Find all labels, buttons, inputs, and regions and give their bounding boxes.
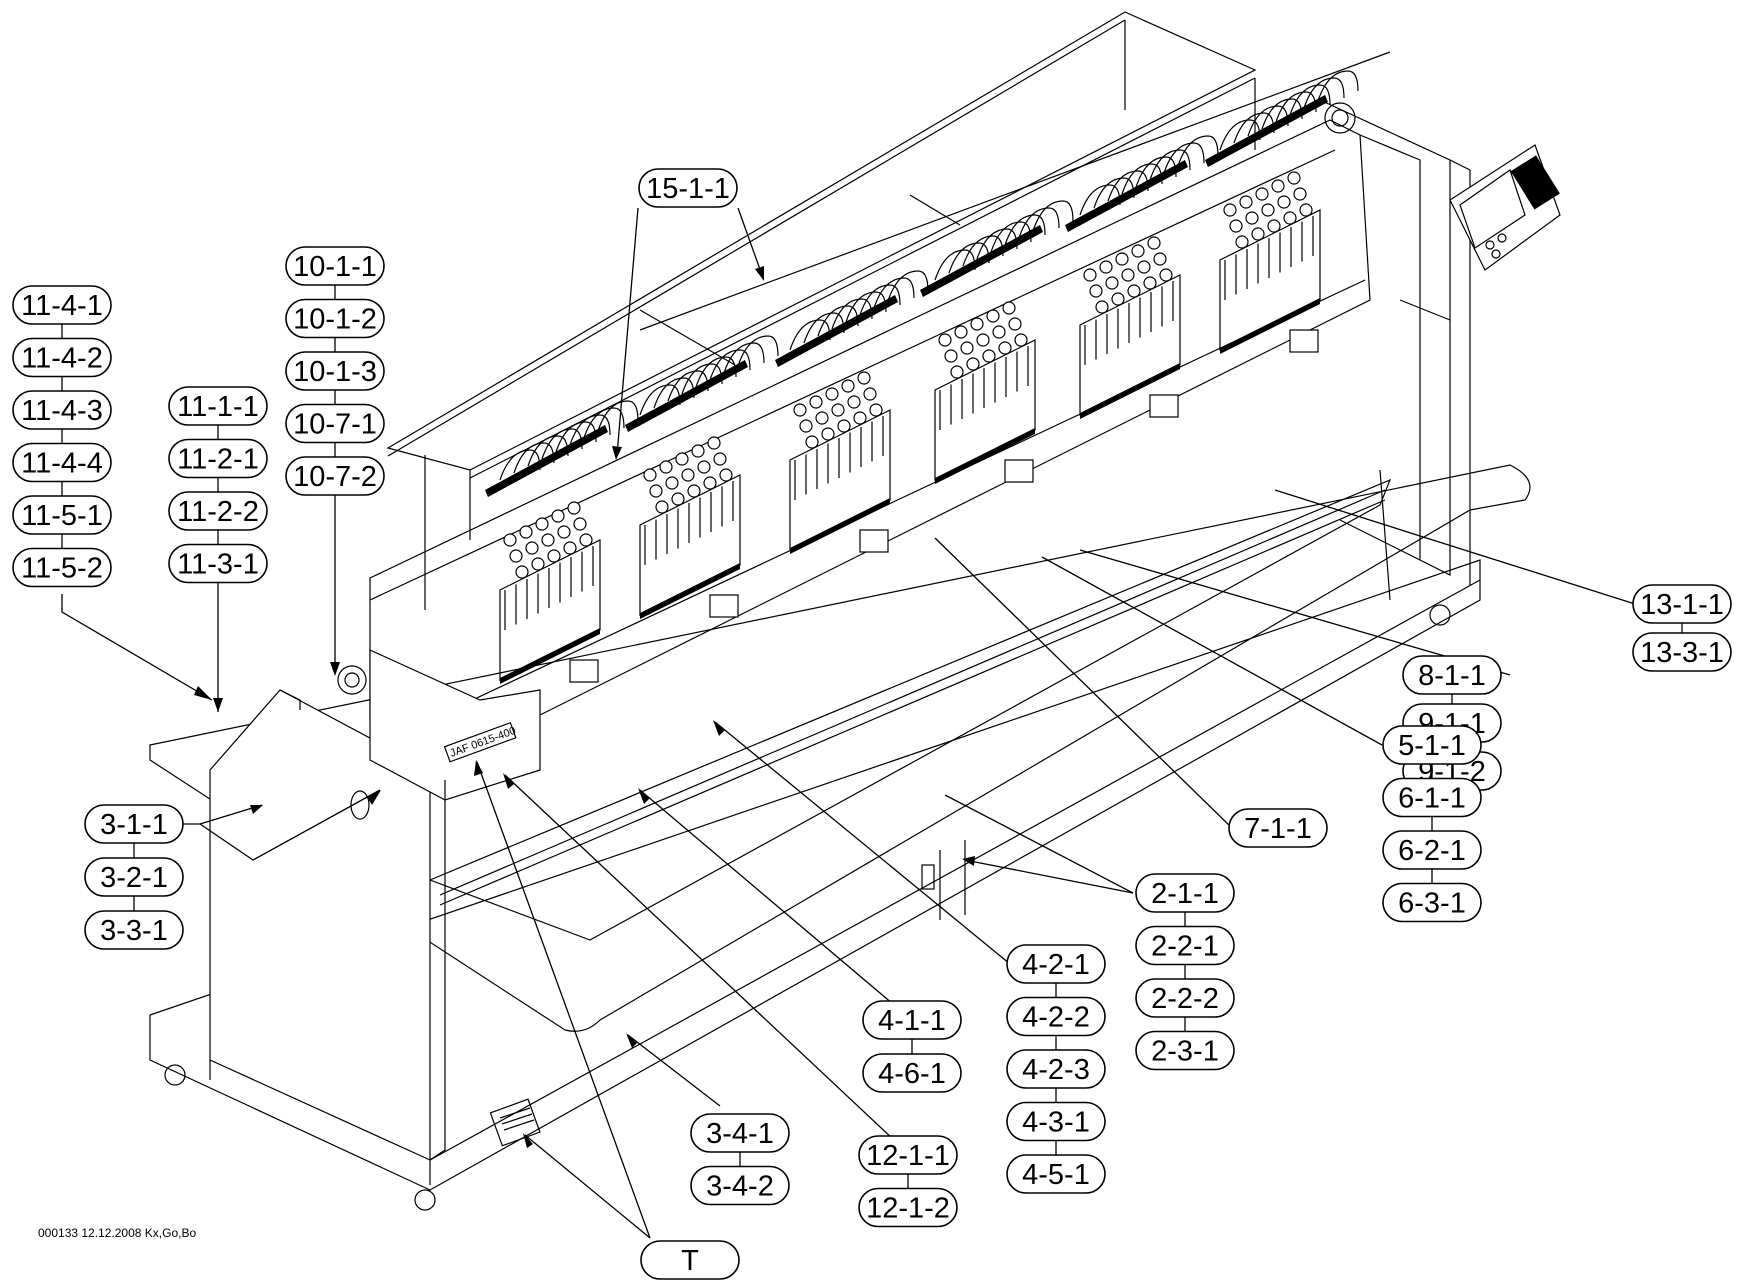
callout-label: 13-3-1 [1640,637,1724,669]
callout-label: 3-3-1 [100,915,168,947]
callout-label: 6-1-1 [1398,783,1466,815]
callout-bubble [1382,882,1482,923]
callout-bubble [285,456,385,496]
callout-label: 4-2-2 [1022,1002,1090,1034]
callout-group-g12: 12-1-1 12-1-2 [858,1135,958,1228]
machine-badge-plate [443,721,517,763]
right-side-stand [1319,99,1471,585]
callout-label: 4-6-1 [878,1058,946,1090]
callout-label: 11-3-1 [177,549,259,581]
callout-bubble [638,168,738,208]
callout-bubble [168,543,268,584]
callout-group-g2: 2-1-1 2-2-1 2-2-2 2-3-1 [1135,873,1235,1071]
callouts-layer: 11-4-1 11-4-2 11-4-3 11-4-4 11-5-1 11-5-2 11-1… [12,168,1732,1280]
callout-group-g8: 8-1-19-1-19-1-2 [1402,655,1502,791]
callout-group-g3-1: 3-1-1 3-2-1 3-3-1 [84,804,184,950]
callout-group-g3-4: 3-4-1 3-4-2 [690,1113,790,1206]
callout-label: 4-5-1 [1022,1159,1090,1191]
callout-bubble [12,547,112,588]
callout-bubble [1228,808,1328,848]
callout-group-g5: 5-1-1 6-1-1 6-2-1 6-3-1 [1382,725,1482,923]
callout-bubble [1135,1030,1235,1071]
callout-bubble [862,1053,962,1093]
callout-label: 2-2-2 [1151,983,1219,1015]
callout-bubble [690,1165,790,1206]
callout-label: 8-1-1 [1418,660,1486,692]
callout-label: 10-7-1 [293,409,377,441]
callout-label: 11-5-1 [21,500,103,532]
embroidery-head [920,200,1074,484]
callout-label: T [681,1245,699,1277]
drawing-id-footer: 000133 12.12.2008 Kx,Go,Bo [38,1226,196,1240]
callout-label: 2-1-1 [1151,878,1219,910]
callout-label: 11-4-1 [21,290,103,322]
callout-label: 3-4-1 [706,1118,774,1150]
callout-label: 13-1-1 [1640,589,1724,621]
embroidery-heads [485,70,1359,684]
callout-label: 3-2-1 [100,862,168,894]
callout-label: 15-1-1 [646,173,730,205]
callout-label: 11-1-1 [177,391,259,423]
callout-bubble [1006,1154,1106,1194]
callout-label: 3-1-1 [100,809,168,841]
callout-bubble [640,1240,740,1280]
callout-label: 4-2-3 [1022,1054,1090,1086]
callout-label: 11-4-4 [21,448,103,480]
embroidery-head [625,335,779,619]
callout-label: 12-1-1 [866,1140,950,1172]
front-cover: JAF 0615-400 [369,649,541,801]
callout-label: 6-3-1 [1398,888,1466,920]
callout-label: 7-1-1 [1244,813,1312,845]
leader-lines [61,207,1636,1239]
embroidery-head [485,400,639,684]
callout-label: 12-1-2 [866,1193,950,1225]
callout-label: 11-2-2 [177,496,259,528]
base-frame [149,559,1481,1211]
callout-label: 3-4-2 [706,1171,774,1203]
callout-label: 11-4-2 [21,343,103,375]
callout-group-g10: 10-1-1 10-1-2 10-1-3 10-7-1 10-7-2 [285,246,385,496]
machine-head-beam [369,119,1371,761]
embroidery-head [1205,70,1359,354]
callout-group-g11-1: 11-1-1 11-2-1 11-2-2 11-3-1 [168,386,268,584]
callout-label: 10-1-3 [293,356,377,388]
callout-bubble [84,910,184,950]
callout-label: 10-7-2 [293,461,377,493]
callout-group-g4-2: 4-2-1 4-2-2 4-2-3 4-3-1 4-5-1 [1006,944,1106,1194]
callout-group-g7: 7-1-1 [1228,808,1328,848]
callout-label: 11-4-3 [21,395,103,427]
control-panel [1449,144,1561,271]
callout-group-g11-4: 11-4-1 11-4-2 11-4-3 11-4-4 11-5-1 11-5-2 [12,285,112,588]
callout-label: 6-2-1 [1398,835,1466,867]
callout-label: 11-5-2 [21,553,103,585]
lifting-eyes [337,102,1356,695]
embroidery-table [149,464,1531,1032]
callout-label: 11-2-1 [177,444,259,476]
callout-label: 10-1-1 [293,251,377,283]
callout-label: 5-1-1 [1398,730,1466,762]
callout-bubble [858,1187,958,1228]
callout-label: 4-2-1 [1022,949,1090,981]
callout-group-g4-1: 4-1-1 4-6-1 [862,1000,962,1093]
callout-group-g13: 13-1-1 13-3-1 [1632,584,1732,672]
callout-group-gT: T [640,1240,740,1280]
callout-label: 10-1-2 [293,304,377,336]
callout-bubble [1632,632,1732,672]
embroidery-head [775,270,929,554]
embroidery-head [1065,135,1219,419]
callout-label: 4-1-1 [878,1005,946,1037]
embroidery-machine-illustration: JAF 0615-400 [149,11,1561,1211]
callout-group-g15: 15-1-1 [638,168,738,208]
callout-label: 2-3-1 [1151,1036,1219,1068]
callout-label: 4-3-1 [1022,1107,1090,1139]
callout-label: 2-2-1 [1151,931,1219,963]
